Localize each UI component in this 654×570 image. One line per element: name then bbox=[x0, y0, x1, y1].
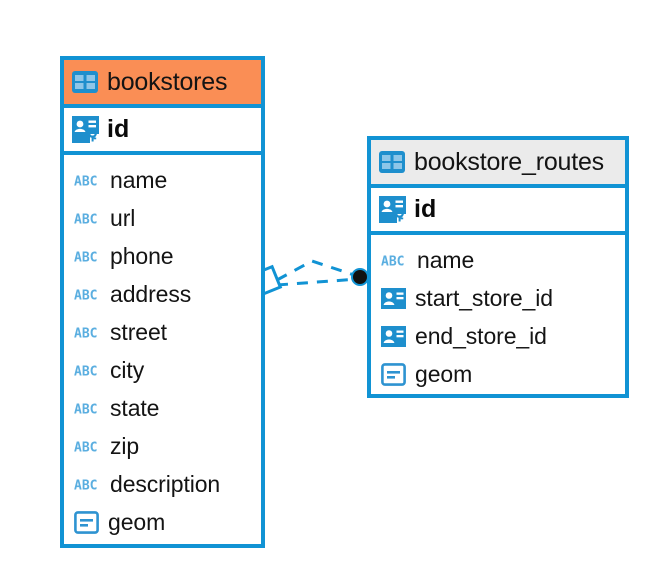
entity-title-bookstores: bookstores bbox=[107, 67, 228, 96]
primary-key-row-bookstore-routes[interactable]: id bbox=[371, 188, 625, 235]
filled-circle-marker bbox=[351, 268, 369, 286]
column-row-end-store-id[interactable]: end_store_id bbox=[371, 317, 625, 355]
column-row-url[interactable]: ABC url bbox=[64, 199, 261, 237]
column-label-end-store-id: end_store_id bbox=[415, 322, 547, 349]
column-row-street[interactable]: ABC street bbox=[64, 313, 261, 351]
svg-text:ABC: ABC bbox=[74, 174, 97, 188]
abc-text-icon: ABC bbox=[74, 250, 97, 264]
table-icon bbox=[72, 71, 98, 93]
svg-text:ABC: ABC bbox=[74, 440, 97, 454]
primary-key-icon bbox=[72, 116, 99, 143]
column-row-geom[interactable]: geom bbox=[64, 503, 261, 541]
svg-text:ABC: ABC bbox=[381, 254, 404, 268]
column-row-zip[interactable]: ABC zip bbox=[64, 427, 261, 465]
geometry-icon bbox=[381, 362, 406, 386]
entity-header-bookstores[interactable]: bookstores bbox=[64, 60, 261, 108]
svg-text:ABC: ABC bbox=[74, 364, 97, 378]
table-icon bbox=[379, 151, 405, 173]
foreign-key-icon bbox=[381, 287, 406, 309]
column-row-address[interactable]: ABC address bbox=[64, 275, 261, 313]
column-row-geom[interactable]: geom bbox=[371, 355, 625, 393]
column-label-phone: phone bbox=[110, 242, 174, 269]
column-row-city[interactable]: ABC city bbox=[64, 351, 261, 389]
column-label-city: city bbox=[110, 356, 145, 383]
column-label-geom: geom bbox=[108, 508, 166, 535]
column-list-bookstores: ABC name ABC url ABC phone ABC bbox=[64, 155, 261, 548]
svg-text:ABC: ABC bbox=[74, 326, 97, 340]
abc-text-icon: ABC bbox=[74, 402, 97, 416]
column-label-name: name bbox=[110, 166, 168, 193]
abc-text-icon: ABC bbox=[74, 174, 97, 188]
svg-text:ABC: ABC bbox=[74, 250, 97, 264]
relationship-line-lower bbox=[276, 277, 359, 287]
column-row-state[interactable]: ABC state bbox=[64, 389, 261, 427]
abc-text-icon: ABC bbox=[74, 440, 97, 454]
column-row-name[interactable]: ABC name bbox=[371, 241, 625, 279]
column-label-url: url bbox=[110, 204, 136, 231]
abc-text-icon: ABC bbox=[74, 478, 97, 492]
column-row-name[interactable]: ABC name bbox=[64, 161, 261, 199]
primary-key-label-bookstores: id bbox=[107, 115, 130, 143]
geometry-icon bbox=[74, 510, 99, 534]
foreign-key-icon bbox=[381, 325, 406, 347]
column-row-description[interactable]: ABC description bbox=[64, 465, 261, 503]
abc-text-icon: ABC bbox=[74, 326, 97, 340]
abc-text-icon: ABC bbox=[74, 364, 97, 378]
relationship-line-upper bbox=[276, 259, 361, 282]
svg-text:ABC: ABC bbox=[74, 478, 97, 492]
column-label-start-store-id: start_store_id bbox=[415, 284, 553, 311]
column-label-description: description bbox=[110, 470, 221, 497]
svg-text:ABC: ABC bbox=[74, 288, 97, 302]
column-label-address: address bbox=[110, 280, 192, 307]
relationship-connector[interactable] bbox=[249, 235, 380, 315]
entity-table-bookstore-routes[interactable]: bookstore_routes id ABC name bbox=[367, 136, 629, 398]
column-list-bookstore-routes: ABC name start_store_id bbox=[371, 235, 625, 400]
column-row-phone[interactable]: ABC phone bbox=[64, 237, 261, 275]
abc-text-icon: ABC bbox=[381, 254, 404, 268]
abc-text-icon: ABC bbox=[74, 288, 97, 302]
column-label-name: name bbox=[417, 246, 475, 273]
primary-key-label-bookstore-routes: id bbox=[414, 195, 437, 223]
entity-table-bookstores[interactable]: bookstores id ABC name bbox=[60, 56, 265, 548]
entity-title-bookstore-routes: bookstore_routes bbox=[414, 147, 604, 176]
column-label-street: street bbox=[110, 318, 167, 345]
column-label-geom: geom bbox=[415, 360, 473, 387]
entity-header-bookstore-routes[interactable]: bookstore_routes bbox=[371, 140, 625, 188]
svg-text:ABC: ABC bbox=[74, 212, 97, 226]
column-label-zip: zip bbox=[110, 432, 140, 459]
primary-key-row-bookstores[interactable]: id bbox=[64, 108, 261, 155]
abc-text-icon: ABC bbox=[74, 212, 97, 226]
column-row-start-store-id[interactable]: start_store_id bbox=[371, 279, 625, 317]
svg-text:ABC: ABC bbox=[74, 402, 97, 416]
primary-key-icon bbox=[379, 196, 406, 223]
column-label-state: state bbox=[110, 394, 160, 421]
